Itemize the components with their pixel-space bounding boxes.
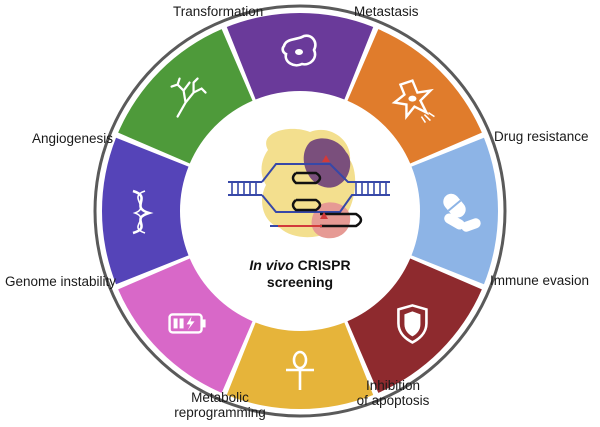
label-drug-resistance: Drug resistance <box>494 129 589 144</box>
battery-icon <box>168 313 206 334</box>
label-metastasis: Metastasis <box>354 4 419 19</box>
center-title-rest: CRISPR <box>293 257 351 273</box>
metastatic-cell-icon <box>391 79 435 123</box>
label-transformation: Transformation <box>173 4 264 19</box>
cell-icon <box>281 34 317 67</box>
label-metabolic-line2: reprogramming <box>174 405 266 420</box>
label-genome-instability: Genome instability <box>5 274 117 289</box>
label-immune-evasion: Immune evasion <box>490 273 590 288</box>
segment-metabolic-reprogramming <box>118 258 253 393</box>
segment-transformation <box>226 12 374 100</box>
label-apoptosis-line2: of apoptosis <box>356 393 430 408</box>
segment-inhibition-of-apoptosis <box>226 322 374 410</box>
label-angiogenesis: Angiogenesis <box>32 131 114 146</box>
label-apoptosis-line1: Inhibition <box>365 378 421 393</box>
pills-icon <box>443 193 481 232</box>
ankh-icon <box>286 350 314 390</box>
dna-icon <box>132 189 154 235</box>
vessel-icon <box>170 77 207 118</box>
label-inhibition-of-apoptosis: Inhibition of apoptosis <box>352 378 434 408</box>
center-title-line2: screening <box>266 274 334 290</box>
shield-icon <box>397 304 428 344</box>
label-metabolic-line1: Metabolic <box>191 390 249 405</box>
center-title-italic: In vivo <box>249 257 294 273</box>
label-metabolic-reprogramming: Metabolic reprogramming <box>170 390 270 420</box>
crispr-illustration <box>228 128 390 239</box>
center-title: In vivo CRISPR screening <box>222 257 378 291</box>
